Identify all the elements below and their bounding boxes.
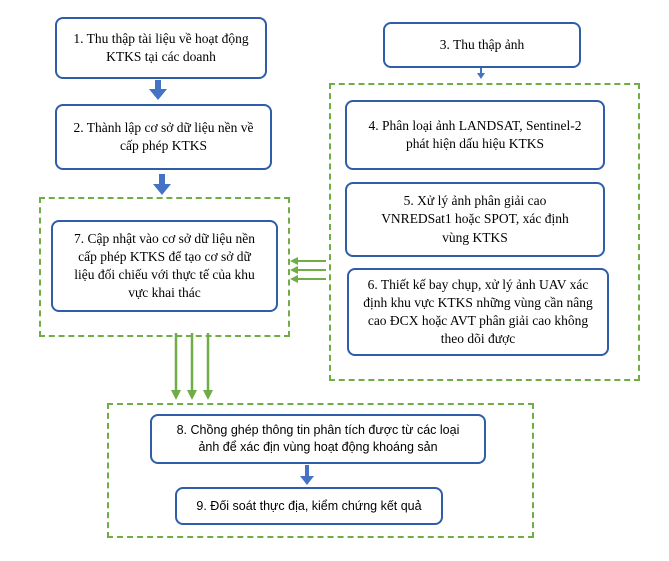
step-6-text: 6. Thiết kế bay chụp, xử lý ảnh UAV xác … (363, 276, 593, 347)
step-3-box: 3. Thu thập ảnh (383, 22, 581, 68)
arrow-8-to-9 (300, 465, 314, 485)
step-3-text: 3. Thu thập ảnh (439, 36, 525, 52)
step-8-box: 8. Chồng ghép thông tin phân tích được t… (150, 414, 486, 464)
step-2-box: 2. Thành lập cơ sở dữ liệu nền về cấp ph… (55, 104, 272, 170)
step-1-text: 1. Thu thập tài liệu về hoạt động KTKS t… (73, 30, 249, 64)
step-4-text: 4. Phân loại ảnh LANDSAT, Sentinel-2 phá… (368, 117, 582, 151)
step-1-box: 1. Thu thập tài liệu về hoạt động KTKS t… (55, 17, 267, 79)
step-8-text: 8. Chồng ghép thông tin phân tích được t… (176, 423, 460, 454)
step-9-box: 9. Đối soát thực địa, kiểm chứng kết quả (175, 487, 443, 525)
arrow-3-to-group (477, 68, 485, 79)
step-6-box: 6. Thiết kế bay chụp, xử lý ảnh UAV xác … (347, 268, 609, 356)
step-7-box: 7. Cập nhật vào cơ sở dữ liệu nền cấp ph… (51, 220, 278, 312)
step-5-text: 5. Xử lý ảnh phân giải cao VNREDSat1 hoặ… (381, 193, 569, 245)
step-5-box: 5. Xử lý ảnh phân giải cao VNREDSat1 hoặ… (345, 182, 605, 257)
step-7-text: 7. Cập nhật vào cơ sở dữ liệu nền cấp ph… (74, 230, 255, 301)
arrows-7-to-8 (171, 333, 213, 400)
arrow-2-to-7 (153, 174, 171, 195)
step-2-text: 2. Thành lập cơ sở dữ liệu nền về cấp ph… (73, 119, 254, 153)
arrows-images-to-7 (290, 257, 326, 283)
step-9-text: 9. Đối soát thực địa, kiểm chứng kết quả (196, 498, 422, 513)
arrow-1-to-2 (149, 80, 167, 100)
step-4-box: 4. Phân loại ảnh LANDSAT, Sentinel-2 phá… (345, 100, 605, 170)
